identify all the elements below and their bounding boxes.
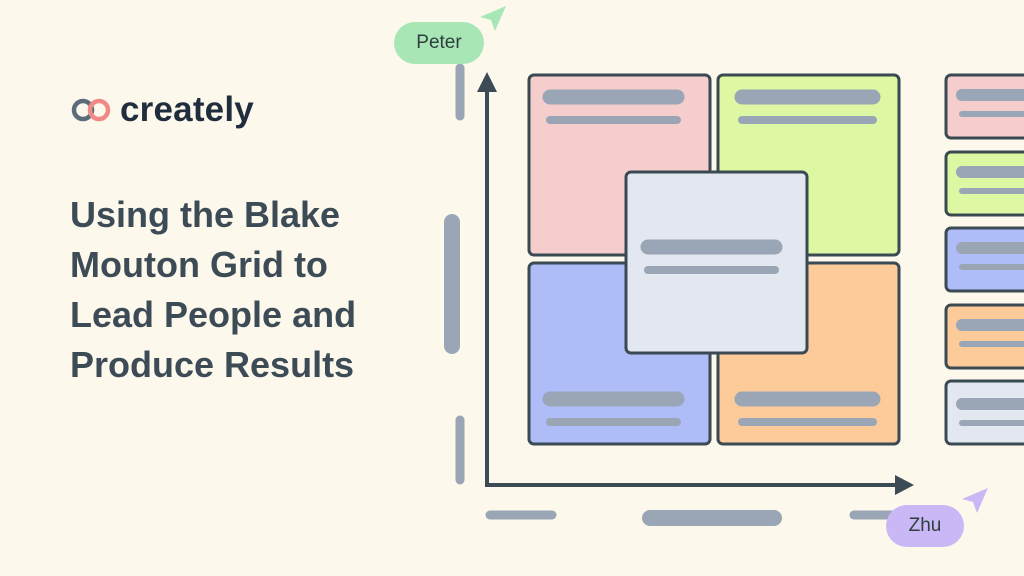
page-title: Using the Blake Mouton Grid to Lead Peop… [70, 190, 430, 390]
axis-lines [485, 86, 902, 487]
legend-swatch [944, 73, 1024, 140]
title-line: Using the Blake [70, 194, 341, 235]
legend-placeholder-text [956, 89, 1024, 426]
legend-swatch [944, 379, 1024, 446]
title-line: Produce Results [70, 344, 355, 385]
legend-swatch [944, 150, 1024, 217]
axes [485, 86, 902, 487]
brand-name: creately [120, 90, 254, 129]
x-axis-arrow-icon [895, 475, 914, 495]
creately-logo-icon [71, 98, 111, 121]
user-tag-peter: Peter [394, 22, 484, 64]
zhu-cursor-icon [962, 488, 988, 513]
center-card [624, 170, 809, 355]
y-axis-arrow-icon [477, 72, 497, 92]
quadrant-placeholder-text [542, 89, 881, 426]
peter-cursor-icon [480, 6, 506, 31]
center-placeholder-text [640, 239, 783, 274]
legend-swatches [944, 73, 1024, 446]
brand-logo: creately [70, 92, 254, 127]
decorative-dashes [444, 63, 899, 526]
user-tag-zhu: Zhu [886, 505, 964, 547]
title-line: Lead People and [70, 294, 357, 335]
legend-swatch [944, 226, 1024, 293]
title-line: Mouton Grid to [70, 244, 328, 285]
legend-swatch [944, 303, 1024, 370]
